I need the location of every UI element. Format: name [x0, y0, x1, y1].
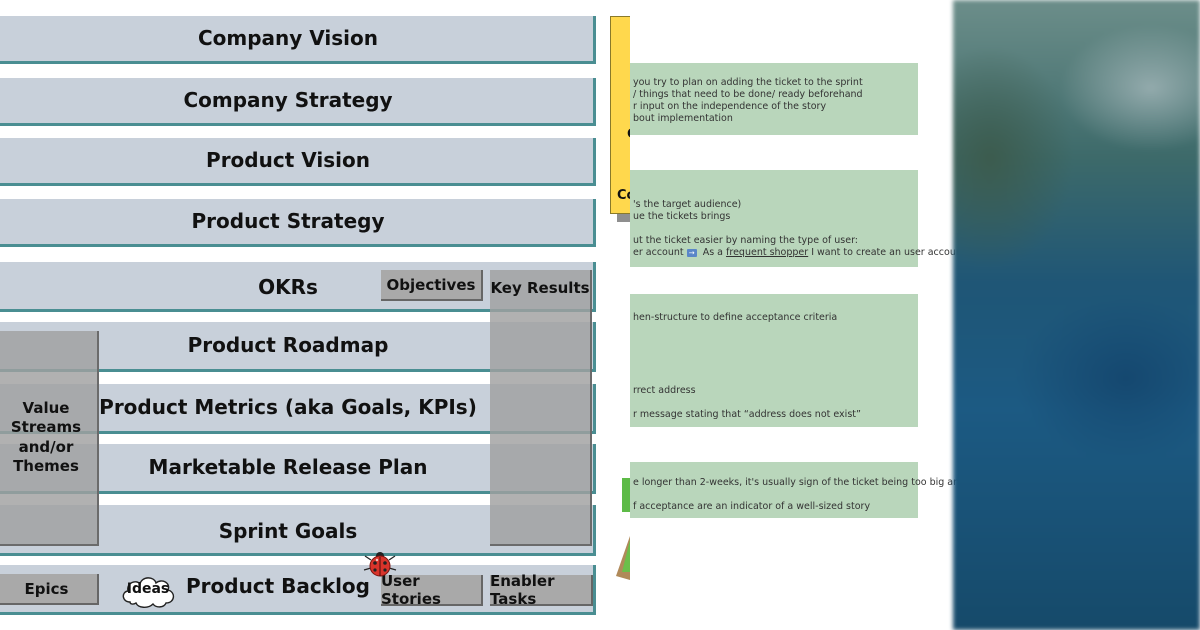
cloud-icon — [122, 577, 175, 608]
note-acceptance-criteria: hen-structure to define acceptance crite… — [630, 294, 918, 427]
bar-label: OKRs — [258, 275, 318, 299]
bar-company-vision: Company Vision — [0, 16, 596, 64]
bar-label: Product Strategy — [191, 209, 385, 233]
ladybug-icon — [363, 552, 397, 577]
objectives-tag: Objectives — [381, 270, 483, 301]
epics-tag: Epics — [0, 574, 99, 605]
sticky-note: C Co — [610, 16, 630, 214]
sticky-text-2: Co — [617, 188, 630, 203]
triangle-marker — [616, 536, 630, 580]
value-streams-column: Value Streams and/or Themes — [0, 331, 99, 546]
sticky-shadow — [617, 214, 630, 222]
bar-label: Marketable Release Plan — [148, 455, 428, 479]
background-photo — [953, 0, 1200, 630]
bar-label: Product Roadmap — [187, 333, 389, 357]
note-planning: you try to plan on adding the ticket to … — [630, 63, 918, 135]
user-stories-tag: User Stories — [381, 572, 483, 608]
note-user-type: 's the target audience) ue the tickets b… — [630, 170, 966, 267]
bar-label: Company Strategy — [183, 88, 393, 112]
bar-label: Product Vision — [206, 148, 370, 172]
bar-product-backlog: Product Backlog — [0, 565, 596, 615]
bar-company-strategy: Company Strategy — [0, 78, 596, 126]
enabler-tasks-tag: Enabler Tasks — [490, 572, 593, 608]
key-results-label: Key Results — [490, 279, 590, 297]
bar-label: Sprint Goals — [218, 519, 358, 543]
green-marker — [622, 478, 630, 512]
value-streams-label: Value Streams and/or Themes — [10, 398, 82, 476]
key-results-column: Key Results — [490, 270, 592, 546]
bar-label: Company Vision — [197, 26, 379, 50]
ideas-cloud: Ideas — [118, 570, 178, 610]
bar-label: Product Metrics (aka Goals, KPIs) — [99, 395, 477, 419]
bar-product-strategy: Product Strategy — [0, 199, 596, 247]
ideas-label: Ideas — [126, 581, 170, 597]
arrow-icon: → — [686, 248, 697, 257]
sticky-text-1: C — [627, 127, 630, 142]
note-example-line: er account → As a frequent shopper I wan… — [633, 247, 966, 258]
bar-product-vision: Product Vision — [0, 138, 596, 186]
frequent-shopper-link[interactable]: frequent shopper — [726, 247, 809, 258]
note-story-size: e longer than 2-weeks, it's usually sign… — [630, 462, 965, 518]
bar-label: Product Backlog — [185, 574, 370, 598]
